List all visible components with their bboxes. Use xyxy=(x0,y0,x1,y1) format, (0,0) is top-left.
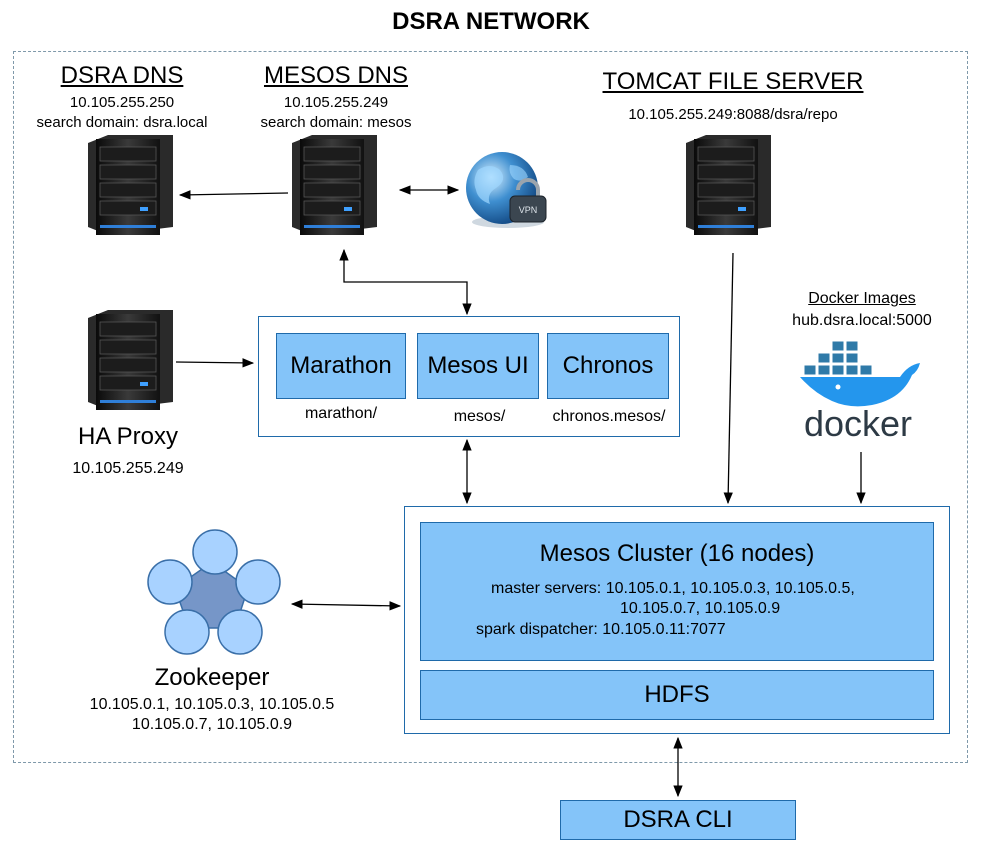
docker-images-title: Docker Images xyxy=(808,290,916,307)
ha-proxy-title: HA Proxy xyxy=(77,423,179,450)
docker-host: hub.dsra.local:5000 xyxy=(792,312,932,329)
dsra-dns-title: DSRA DNS xyxy=(60,62,184,89)
mesos-dns-search-domain: search domain: mesos xyxy=(260,114,412,131)
chronos-path: chronos.mesos/ xyxy=(552,408,666,425)
hdfs-box: HDFS xyxy=(420,670,934,720)
marathon-box: Marathon xyxy=(276,333,406,399)
tomcat-title: TOMCAT FILE SERVER xyxy=(602,68,864,95)
master-servers-line2: 10.105.0.7, 10.105.0.9 xyxy=(620,600,781,617)
mesos-cluster-title: Mesos Cluster (16 nodes) xyxy=(539,540,815,567)
spark-dispatcher: spark dispatcher: 10.105.0.11:7077 xyxy=(476,621,726,638)
mesos-cluster-box xyxy=(420,522,934,661)
zookeeper-ips-line1: 10.105.0.1, 10.105.0.3, 10.105.0.5 xyxy=(89,696,335,713)
mesos-dns-title: MESOS DNS xyxy=(263,62,409,89)
dsra-dns-ip: 10.105.255.250 xyxy=(69,94,175,111)
marathon-path: marathon/ xyxy=(304,405,378,422)
zookeeper-ips-line2: 10.105.0.7, 10.105.0.9 xyxy=(131,716,293,733)
diagram-title: DSRA NETWORK xyxy=(392,8,590,35)
dsra-cli-box: DSRA CLI xyxy=(560,800,796,840)
mesos-dns-ip: 10.105.255.249 xyxy=(283,94,389,111)
network-boundary xyxy=(13,51,968,763)
tomcat-url: 10.105.255.249:8088/dsra/repo xyxy=(628,106,838,123)
dsra-dns-search-domain: search domain: dsra.local xyxy=(36,114,208,131)
zookeeper-title: Zookeeper xyxy=(154,664,270,691)
ha-proxy-ip: 10.105.255.249 xyxy=(72,460,184,477)
mesos-ui-path: mesos/ xyxy=(453,408,506,425)
chronos-box: Chronos xyxy=(547,333,669,399)
mesos-ui-box: Mesos UI xyxy=(417,333,539,399)
master-servers-line1: master servers: 10.105.0.1, 10.105.0.3, … xyxy=(491,580,855,597)
